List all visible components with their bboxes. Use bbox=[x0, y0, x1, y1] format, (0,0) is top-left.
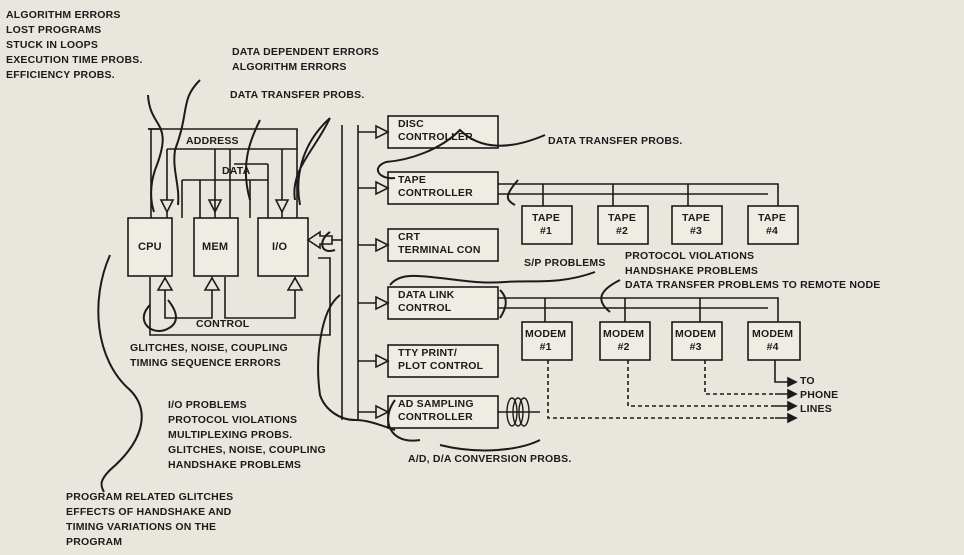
annotation-data-transfer-right: DATA TRANSFER PROBS. bbox=[548, 135, 683, 147]
cpu-box bbox=[127, 217, 173, 277]
controller-boxes bbox=[358, 115, 499, 429]
ad-coil-icon bbox=[498, 397, 540, 427]
annotation-program-related: PROGRAM RELATED GLITCHES EFFECTS OF HAND… bbox=[66, 491, 234, 548]
data-link-control-label: DATA LINK CONTROL bbox=[398, 289, 455, 314]
io-box bbox=[257, 217, 309, 277]
annotation-remote-node: DATA TRANSFER PROBLEMS TO REMOTE NODE bbox=[625, 279, 881, 291]
annotation-glitches-timing: GLITCHES, NOISE, COUPLING TIMING SEQUENC… bbox=[130, 342, 288, 369]
annotation-io-problems: I/O PROBLEMS PROTOCOL VIOLATIONS MULTIPL… bbox=[168, 399, 326, 471]
tape-2-label: TAPE #2 bbox=[608, 212, 637, 237]
io-expansion-bus bbox=[332, 125, 359, 420]
data-bus-label: DATA bbox=[222, 165, 251, 177]
tape-controller-label: TAPE CONTROLLER bbox=[398, 174, 473, 199]
tape-3-label: TAPE #3 bbox=[682, 212, 711, 237]
control-bus-label: CONTROL bbox=[196, 318, 250, 330]
annotation-algorithm-errors: ALGORITHM ERRORS LOST PROGRAMS STUCK IN … bbox=[6, 9, 143, 81]
modem-1-label: MODEM #1 bbox=[525, 328, 567, 353]
io-label: I/O bbox=[272, 241, 288, 253]
tty-plot-control-label: TTY PRINT/ PLOT CONTROL bbox=[398, 347, 484, 372]
ad-sampling-controller-label: AD SAMPLING CONTROLLER bbox=[398, 398, 474, 423]
address-bus-label: ADDRESS bbox=[186, 135, 239, 147]
tape-4-label: TAPE #4 bbox=[758, 212, 787, 237]
phone-lines-to: TO bbox=[800, 375, 815, 387]
modem-bus bbox=[498, 297, 801, 361]
phone-lines-phone: PHONE bbox=[800, 389, 839, 401]
annotation-data-dependent-errors: DATA DEPENDENT ERRORS ALGORITHM ERRORS bbox=[232, 46, 379, 73]
tape-1-label: TAPE #1 bbox=[532, 212, 561, 237]
control-bus bbox=[149, 257, 331, 336]
annotation-leaders bbox=[97, 79, 621, 493]
mem-label: MEM bbox=[202, 241, 229, 253]
modem-3-label: MODEM #3 bbox=[675, 328, 717, 353]
annotation-data-transfer-top: DATA TRANSFER PROBS. bbox=[230, 89, 365, 101]
crt-terminal-label: CRT TERMINAL CON bbox=[398, 231, 481, 256]
address-bus bbox=[148, 128, 298, 218]
tape-bus bbox=[498, 183, 799, 245]
phone-lines bbox=[547, 360, 798, 424]
disc-controller-label: DISC CONTROLLER bbox=[398, 118, 473, 143]
modem-4-label: MODEM #4 bbox=[752, 328, 794, 353]
annotation-ad-da-conversion: A/D, D/A CONVERSION PROBS. bbox=[408, 453, 572, 465]
annotation-protocol-handshake: PROTOCOL VIOLATIONS HANDSHAKE PROBLEMS bbox=[625, 250, 759, 277]
mem-box bbox=[193, 217, 239, 277]
cpu-label: CPU bbox=[138, 241, 162, 253]
annotation-sp-problems: S/P PROBLEMS bbox=[524, 257, 606, 269]
phone-lines-lines: LINES bbox=[800, 403, 832, 415]
modem-2-label: MODEM #2 bbox=[603, 328, 645, 353]
